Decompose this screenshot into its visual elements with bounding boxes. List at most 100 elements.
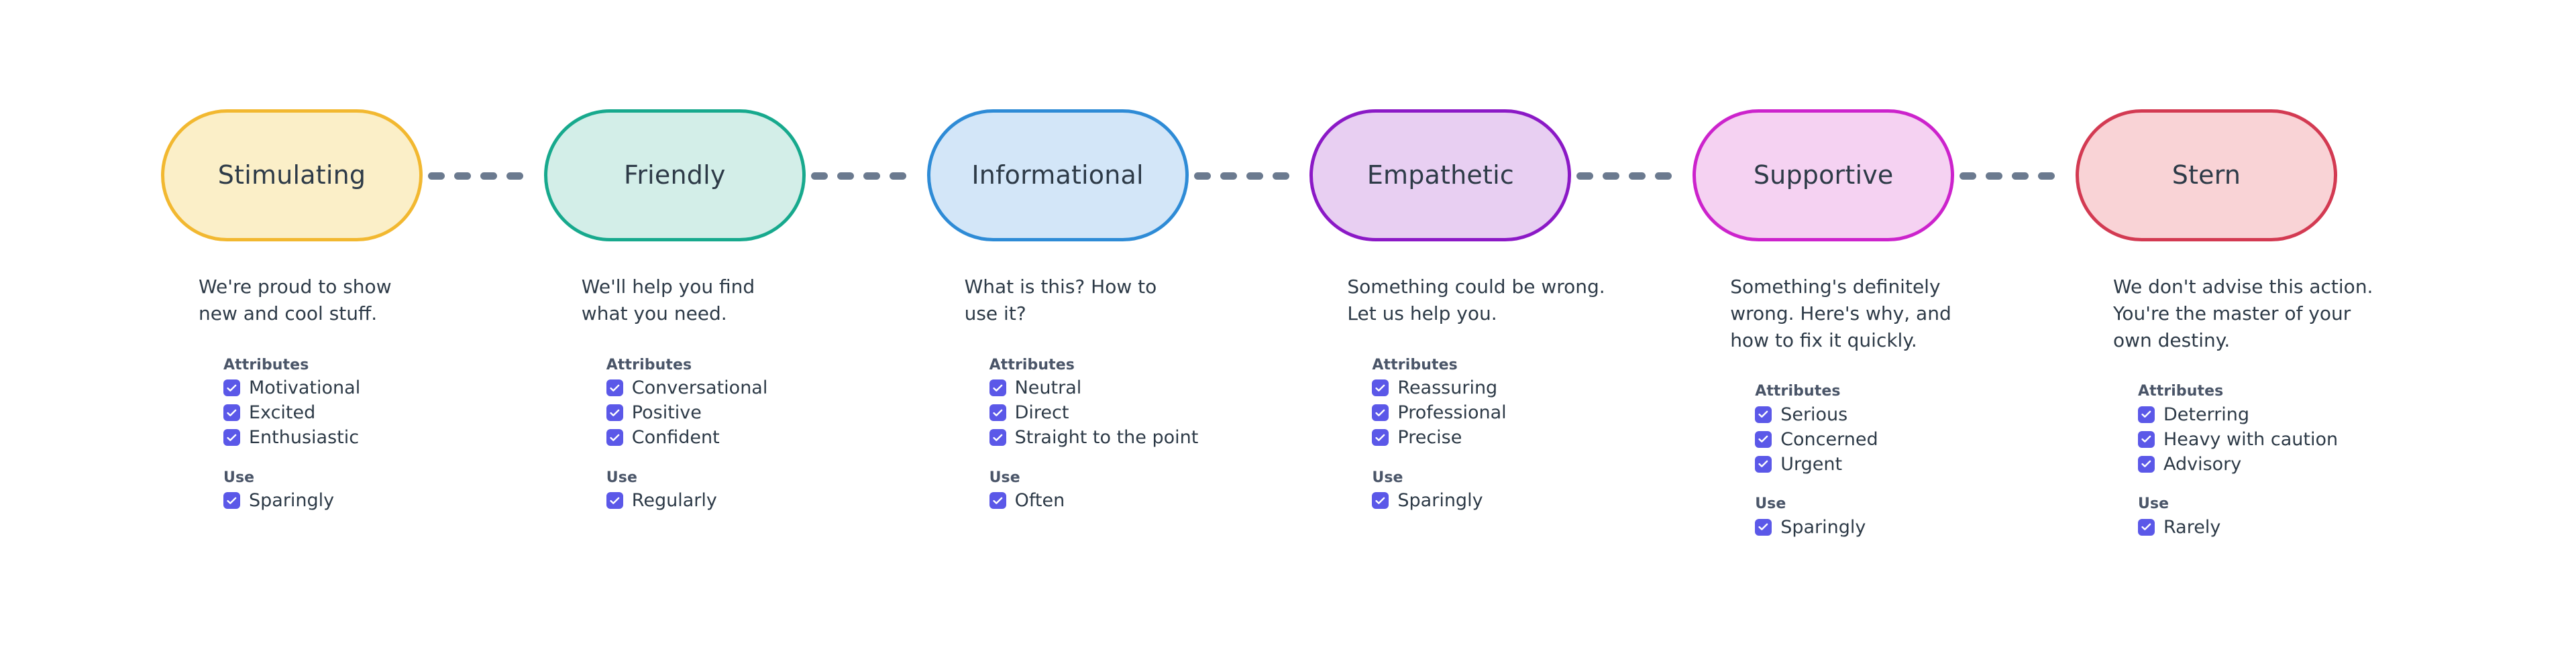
stage-pill-label: Informational (971, 160, 1144, 190)
stage-pill-label: Empathetic (1366, 160, 1514, 190)
checkbox-checked-icon[interactable] (223, 429, 240, 446)
checkbox-checked-icon[interactable] (223, 404, 240, 421)
use-option-label: Regularly (631, 490, 717, 511)
attributes-option-label: Neutral (1014, 377, 1082, 398)
attributes-group-title: Attributes (1755, 383, 1841, 400)
dash-segment (863, 172, 880, 180)
attributes-option-label: Straight to the point (1014, 427, 1199, 448)
use-group-title: Use (1755, 495, 1786, 513)
attributes-group-title: Attributes (2137, 383, 2224, 400)
stage-pill[interactable]: Stern (2075, 109, 2337, 241)
checkbox-checked-icon[interactable] (1372, 492, 1389, 509)
use-option[interactable]: Rarely (2137, 516, 2406, 538)
attributes-option[interactable]: Urgent (1755, 454, 2023, 474)
checkbox-checked-icon[interactable] (989, 492, 1006, 509)
dash-segment (1193, 172, 1211, 180)
checkbox-checked-icon[interactable] (989, 404, 1006, 421)
attributes-option[interactable]: Concerned (1755, 429, 2023, 449)
use-option-label: Rarely (2163, 516, 2221, 538)
checkbox-checked-icon[interactable] (2137, 455, 2155, 473)
checkbox-checked-icon[interactable] (223, 379, 240, 396)
dash-segment (1220, 172, 1237, 180)
attributes-option-label: Concerned (1780, 428, 1878, 450)
attributes-option-label: Advisory (2163, 453, 2242, 475)
stage-pill-label: Stimulating (217, 160, 366, 190)
attributes-option[interactable]: Professional (1372, 403, 1640, 423)
use-option[interactable]: Often (989, 491, 1258, 511)
attributes-group-title: Attributes (223, 356, 309, 373)
stage-pill[interactable]: Informational (926, 109, 1189, 241)
attributes-option[interactable]: Excited (223, 403, 492, 423)
attributes-option[interactable]: Confident (606, 428, 875, 448)
stage-pill-label: Supportive (1753, 160, 1894, 190)
use-option-label: Sparingly (1780, 516, 1866, 538)
checkbox-checked-icon[interactable] (1755, 406, 1772, 423)
use-option[interactable]: Sparingly (1755, 517, 2023, 537)
checkbox-checked-icon[interactable] (2137, 406, 2155, 423)
attributes-option[interactable]: Motivational (223, 378, 492, 398)
use-group-title: Use (223, 469, 255, 486)
attributes-option[interactable]: Heavy with caution (2137, 429, 2406, 449)
checkbox-checked-icon[interactable] (2137, 518, 2155, 536)
attributes-option-label: Professional (1397, 402, 1507, 423)
stage-pill[interactable]: Friendly (543, 109, 806, 241)
use-option-label: Often (1014, 490, 1065, 511)
attributes-option[interactable]: Precise (1372, 428, 1640, 448)
checkbox-checked-icon[interactable] (2137, 430, 2155, 448)
attributes-option-label: Direct (1014, 402, 1069, 423)
checkbox-checked-icon[interactable] (1372, 379, 1389, 396)
attributes-option[interactable]: Serious (1755, 404, 2023, 424)
stage-pill[interactable]: Stimulating (161, 109, 423, 241)
attributes-option[interactable]: Advisory (2137, 453, 2406, 475)
attributes-option[interactable]: Conversational (606, 378, 875, 398)
attributes-option-label: Reassuring (1397, 377, 1498, 398)
checkbox-checked-icon[interactable] (1372, 429, 1389, 446)
attributes-option-label: Urgent (1780, 453, 1843, 475)
checkbox-checked-icon[interactable] (223, 492, 240, 509)
checkbox-checked-icon[interactable] (1755, 430, 1772, 448)
checkbox-checked-icon[interactable] (606, 492, 623, 509)
dash-segment (428, 172, 445, 180)
attributes-option[interactable]: Neutral (989, 378, 1258, 398)
stage-pill[interactable]: Empathetic (1309, 109, 1572, 241)
attributes-option-label: Excited (249, 402, 316, 423)
checkbox-checked-icon[interactable] (1372, 404, 1389, 421)
stage-pill[interactable]: Supportive (1693, 109, 1955, 241)
stage-description: We don't advise this action. You're the … (2112, 276, 2373, 351)
checkbox-checked-icon[interactable] (606, 429, 623, 446)
stage-pill-label: Friendly (624, 160, 726, 190)
attributes-option[interactable]: Direct (989, 403, 1258, 423)
dash-segment (810, 172, 828, 180)
dash-segment (2012, 172, 2029, 180)
use-option[interactable]: Regularly (606, 491, 875, 511)
use-option-label: Sparingly (249, 490, 335, 511)
use-group-title: Use (989, 469, 1020, 486)
attributes-option[interactable]: Enthusiastic (223, 428, 492, 448)
attributes-option[interactable]: Straight to the point (989, 428, 1258, 448)
attributes-option[interactable]: Deterring (2137, 404, 2406, 424)
use-option[interactable]: Sparingly (1372, 491, 1640, 511)
checkbox-checked-icon[interactable] (989, 429, 1006, 446)
checkbox-checked-icon[interactable] (1755, 455, 1772, 473)
checkbox-checked-icon[interactable] (606, 379, 623, 396)
checkbox-checked-icon[interactable] (989, 379, 1006, 396)
checkbox-checked-icon[interactable] (1755, 518, 1772, 536)
attributes-option[interactable]: Positive (606, 403, 875, 423)
attributes-option-label: Precise (1397, 427, 1462, 448)
use-group-title: Use (2137, 495, 2169, 513)
stage-description: Something's definitely wrong. Here's why… (1730, 276, 1951, 351)
attributes-option[interactable]: Reassuring (1372, 378, 1640, 398)
dash-segment (454, 172, 471, 180)
use-option[interactable]: Sparingly (223, 491, 492, 511)
checkbox-checked-icon[interactable] (606, 404, 623, 421)
